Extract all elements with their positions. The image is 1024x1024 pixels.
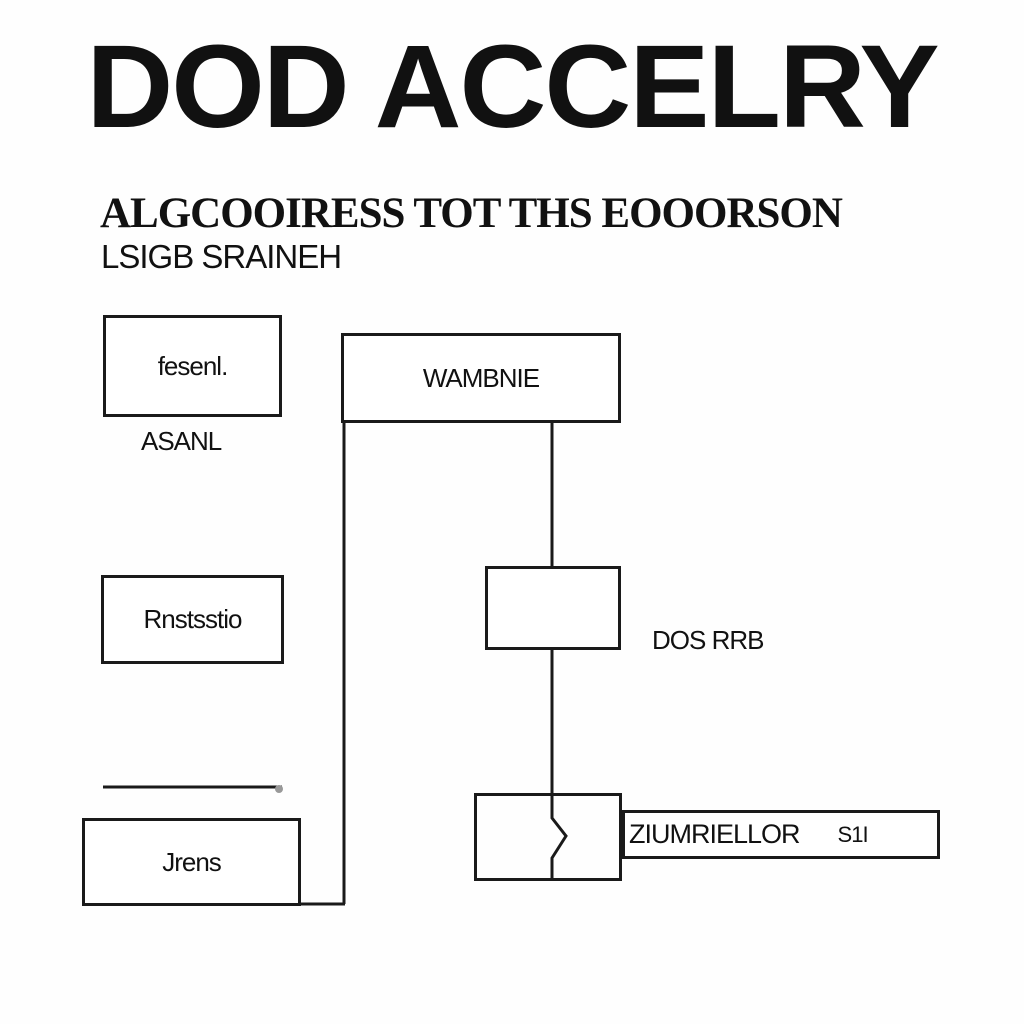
- node-bottom-right: ZIUMRIELLOR S1I: [622, 810, 940, 859]
- node-top-left: fesenl.: [103, 315, 282, 417]
- node-top-left-caption: ASANL: [141, 426, 222, 456]
- node-bottom-left: Jrens: [82, 818, 301, 906]
- node-top-center-label: WAMBNIE: [422, 362, 540, 393]
- diagram-title: DOD ACCELRY: [86, 21, 939, 153]
- node-mid-left: Rnstsstio: [101, 575, 284, 664]
- node-bottom-left-label: Jrens: [162, 846, 222, 877]
- node-mid-left-label: Rnstsstio: [143, 604, 243, 634]
- node-bottom-center: [474, 793, 622, 881]
- node-bottom-right-label: ZIUMRIELLOR: [629, 819, 801, 849]
- node-mid-center-caption: DOS RRB: [652, 625, 764, 655]
- node-bottom-right-suffix: S1I: [837, 821, 869, 847]
- node-top-left-label: fesenl.: [157, 350, 229, 381]
- node-top-center: WAMBNIE: [341, 333, 621, 423]
- diagram-subtitle-secondary: LSIGB SRAINEH: [101, 238, 342, 275]
- separator-dot: [275, 785, 283, 793]
- diagram-subtitle: ALGCOOIRESS TOT THS EOOORSON: [100, 190, 843, 237]
- node-mid-center: [485, 566, 621, 650]
